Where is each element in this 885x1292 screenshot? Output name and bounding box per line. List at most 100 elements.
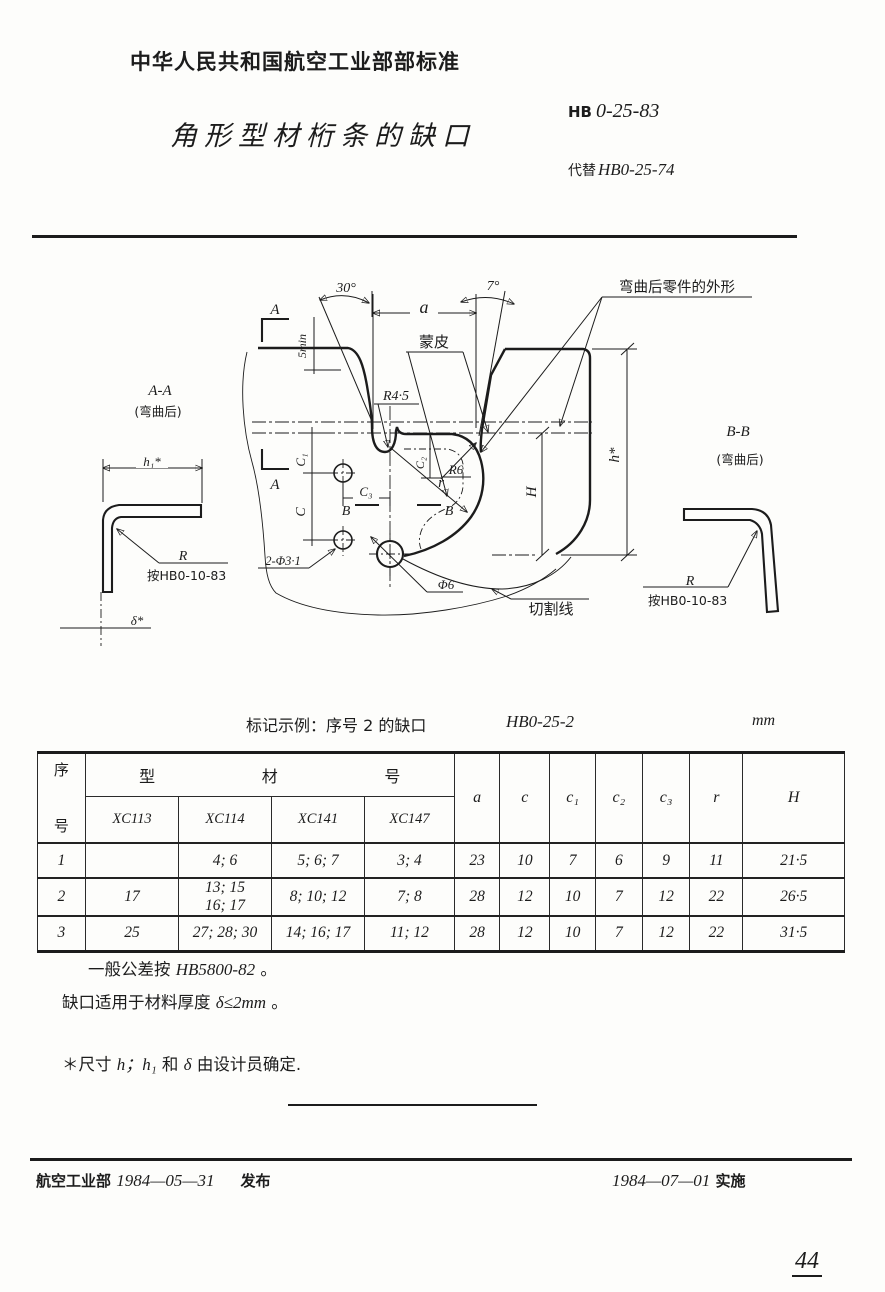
skin-label: 蒙皮 <box>419 333 449 351</box>
section-a-mark-top: A <box>269 302 280 318</box>
section-aa-subtitle: (弯曲后) <box>134 404 181 419</box>
radius-r-label: r <box>438 475 444 491</box>
cell-H: 26·5 <box>742 877 845 917</box>
dim-5min-label: 5min <box>295 334 309 358</box>
cell-seq: 3 <box>37 914 86 952</box>
dim-H-label: H <box>524 485 540 498</box>
cell-c1: 7 <box>549 842 596 879</box>
center-lines <box>100 406 592 646</box>
issue-label: 发布 <box>240 1172 271 1190</box>
footnote-text-2: 和 <box>156 1055 184 1074</box>
cell-xc113 <box>84 842 180 879</box>
cell-c3: 12 <box>641 914 691 952</box>
column-header-xc113: XC113 <box>84 796 180 844</box>
column-header-xc114: XC114 <box>178 796 272 844</box>
aa-angle-profile <box>101 503 203 594</box>
section-marks: A A B B <box>260 302 454 519</box>
thickness-delta-label: δ* <box>131 613 144 628</box>
cell-c1: 10 <box>549 914 596 952</box>
break-line <box>242 351 557 616</box>
standard-org-heading: 中华人民共和国航空工业部部标准 <box>130 50 460 74</box>
cell-xc114: 4; 6 <box>178 842 272 879</box>
group-char-2: 材 <box>261 767 278 787</box>
note1-period: 。 <box>255 960 277 979</box>
column-header-c1: c₁ <box>549 752 596 844</box>
cell-xc141: 14; 16; 17 <box>270 914 366 952</box>
dimension-lines <box>258 290 752 600</box>
implementation-date: 1984—07—01 <box>612 1171 711 1190</box>
note2-text: 缺口适用于材料厚度 <box>62 993 216 1012</box>
column-header-xc141: XC141 <box>270 796 366 844</box>
dim-c-label: C <box>294 507 309 517</box>
cutting-curve <box>402 556 572 590</box>
page-number: 44 <box>792 1248 822 1277</box>
cell-c: 12 <box>499 914 551 952</box>
section-b-mark-left: B <box>342 504 351 519</box>
footnote-symbols-1: h；h₁ <box>116 1055 157 1074</box>
cell-c: 10 <box>499 842 551 879</box>
bb-radius-label: R <box>685 574 695 589</box>
cell-xc114: 13; 15 16; 17 <box>178 877 272 917</box>
column-header-H: H <box>742 752 845 844</box>
hole-phi6 <box>375 539 405 569</box>
cell-c: 12 <box>499 877 551 917</box>
footnote-marker: ＊ <box>62 1055 79 1074</box>
section-b-mark-right: B <box>445 504 454 519</box>
cell-seq: 2 <box>37 877 86 917</box>
material-thickness-note: 缺口适用于材料厚度 δ≤2mm 。 <box>62 989 288 1013</box>
implementation-statement: 1984—07—01 实施 <box>612 1170 745 1191</box>
note1-standard-code: HB5800-82 <box>175 960 256 979</box>
footnote-text-3: 由设计员确定. <box>191 1055 302 1074</box>
section-a-mark-bottom: A <box>269 477 280 493</box>
group-char-3: 号 <box>384 767 401 787</box>
cell-r: 22 <box>689 914 744 952</box>
table-row: 2 17 13; 15 16; 17 8; 10; 12 7; 8 28 12 … <box>37 877 845 917</box>
marking-example: 标记示例：序号 2 的缺口 HB0-25-2 mm <box>0 712 885 742</box>
hole-phi6-label: Φ6 <box>438 577 455 592</box>
column-header-r: r <box>689 752 744 844</box>
note2-formula: δ≤2mm <box>215 993 267 1012</box>
dim-c2-label: C₂ <box>413 457 427 469</box>
dim-c3-label: C₃ <box>359 484 372 499</box>
bent-outline-note: 弯曲后零件的外形 <box>619 279 735 296</box>
cutting-line-label: 切割线 <box>528 600 573 618</box>
section-aa-title: A-A <box>147 383 172 399</box>
cell-r: 11 <box>689 842 744 879</box>
group-char-1: 型 <box>139 767 156 787</box>
dim-a-label: a <box>420 297 429 317</box>
section-view-bb: B-B (弯曲后) R 按HB0-10-83 <box>643 424 780 614</box>
asterisk-footnote: ＊尺寸 h；h₁ 和 δ 由设计员确定. <box>62 1050 301 1075</box>
dimension-labels: 30° 7° a 5min 蒙皮 R4·5 C₁ C C₃ C₂ R6 r 2-… <box>265 279 735 618</box>
cell-xc114: 27; 28; 30 <box>178 914 272 952</box>
holes-phi31-label: 2-Φ3·1 <box>265 554 301 568</box>
radius-r6-label: R6 <box>448 462 464 477</box>
angle-30-label: 30° <box>335 281 356 296</box>
cell-xc147: 11; 12 <box>364 914 455 952</box>
replaces-label: 代替 <box>568 163 596 179</box>
dimension-table: 序 号 型 材 号 a c c₁ c₂ c₃ r H <box>37 751 845 953</box>
issue-date: 1984—05—31 <box>116 1171 215 1190</box>
cell-a: 28 <box>453 877 501 917</box>
header-divider-rule <box>32 235 797 238</box>
table-row: 1 4; 6 5; 6; 7 3; 4 23 10 7 6 9 11 21·5 <box>37 842 845 879</box>
footnote-symbols-2: δ <box>183 1055 192 1074</box>
unit-label: mm <box>752 712 776 729</box>
cell-c3: 9 <box>641 842 691 879</box>
column-header-a: a <box>453 752 501 844</box>
aa-radius-note: 按HB0-10-83 <box>147 568 226 583</box>
column-header-xc147: XC147 <box>364 796 455 844</box>
cell-xc147: 3; 4 <box>364 842 455 879</box>
cell-r: 22 <box>689 877 744 917</box>
standard-number-prefix: HB <box>568 103 592 121</box>
section-bb-subtitle: (弯曲后) <box>716 452 763 467</box>
footnote-text-1: 尺寸 <box>78 1055 117 1074</box>
marking-example-code: HB0-25-2 <box>506 712 574 731</box>
bb-radius-note: 按HB0-10-83 <box>648 593 727 608</box>
cell-c1: 10 <box>549 877 596 917</box>
general-tolerance-note: 一般公差按 HB5800-82 。 <box>88 956 277 980</box>
document-title: 角形型材桁条的缺口 <box>170 121 476 152</box>
